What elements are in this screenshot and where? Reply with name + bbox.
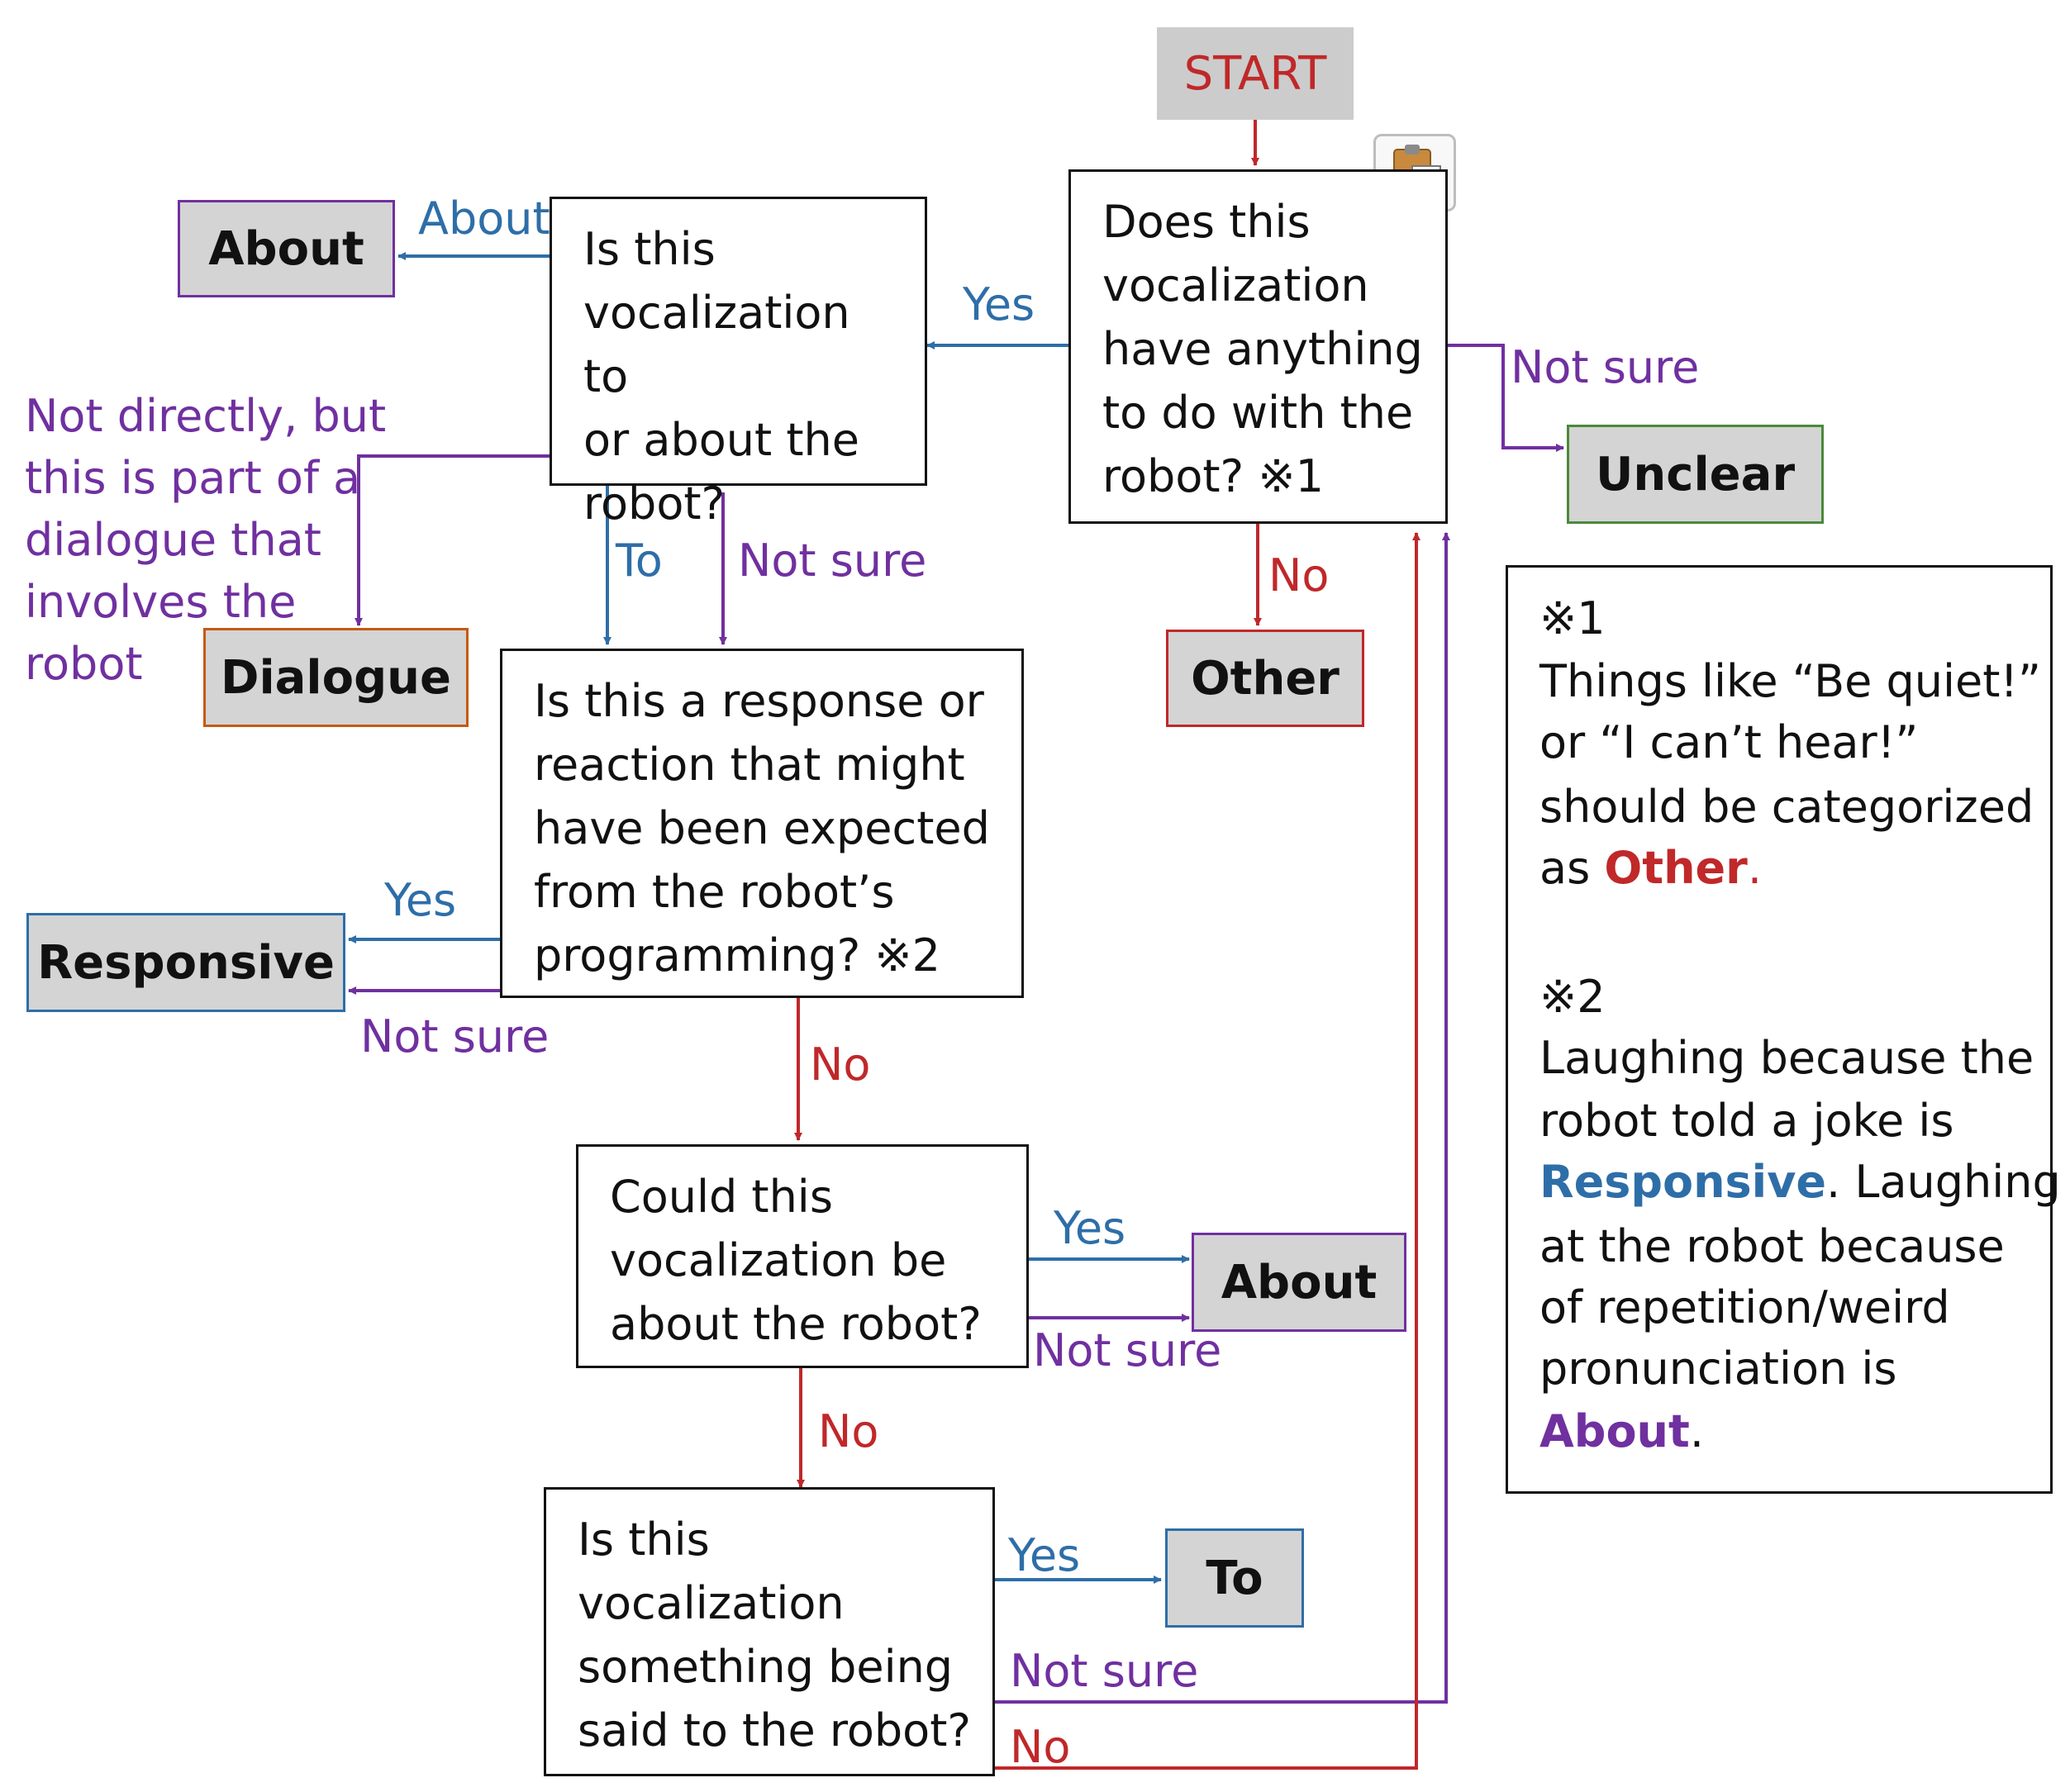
note2-mark: ※2 [1539, 971, 1606, 1023]
question-could-be-about-text: Could this vocalization be about the rob… [610, 1171, 982, 1350]
note1-period: . [1747, 842, 1762, 894]
question-robot-related: Does this vocalization have anything to … [1068, 169, 1448, 524]
category-unclear: Unclear [1567, 425, 1824, 524]
note1-mark: ※1 [1539, 592, 1606, 644]
note2-line6: pronunciation is [1539, 1343, 1897, 1395]
label-q2-dialogue: Not directly, but this is part of a dial… [25, 390, 387, 690]
note1-line3: should be categorized [1539, 781, 2034, 833]
note1-other: Other [1604, 842, 1748, 894]
note1-line1: Things like “Be quiet!” [1539, 655, 2042, 707]
question-said-to-robot: Is this vocalization something being sai… [544, 1487, 995, 1776]
label-q2-about: About [418, 193, 550, 245]
label-q4-yes: Yes [1054, 1202, 1126, 1254]
category-other: Other [1166, 630, 1364, 727]
category-to-label: To [1206, 1551, 1263, 1605]
category-other-label: Other [1191, 651, 1340, 706]
category-unclear-label: Unclear [1595, 447, 1796, 501]
label-q1-yes: Yes [963, 278, 1035, 330]
category-dialogue: Dialogue [203, 628, 469, 727]
note2-responsive: Responsive [1539, 1156, 1827, 1208]
start-node: START [1157, 27, 1354, 120]
question-said-to-robot-text: Is this vocalization something being sai… [578, 1514, 972, 1756]
category-about-top: About [178, 200, 395, 297]
label-q1-not-sure: Not sure [1511, 341, 1700, 393]
note2-line2: robot told a joke is [1539, 1095, 1954, 1147]
note1-as: as [1539, 842, 1605, 894]
note1-line2: or “I can’t hear!” [1539, 716, 1919, 768]
note2-line1: Laughing because the [1539, 1032, 2034, 1084]
note2-line3-rest: . Laughing [1826, 1156, 2061, 1208]
note2-line3: Responsive. Laughing [1539, 1156, 2061, 1210]
footnotes-panel: ※1 Things like “Be quiet!” or “I can’t h… [1506, 565, 2061, 1494]
question-to-or-about: Is this vocalization to or about the rob… [550, 197, 927, 530]
label-q2-to: To [616, 535, 663, 587]
category-dialogue-label: Dialogue [220, 650, 452, 705]
category-about-mid: About [1192, 1233, 1406, 1332]
category-to: To [1165, 1528, 1304, 1628]
category-about-top-label: About [208, 221, 364, 276]
question-expected-response-text: Is this a response or reaction that migh… [534, 675, 990, 982]
label-q3-no: No [810, 1039, 871, 1091]
start-label: START [1183, 46, 1327, 101]
note2-line7: About. [1539, 1405, 1704, 1459]
edge-q5-not-sure [995, 532, 1450, 1704]
question-to-or-about-text: Is this vocalization to or about the rob… [583, 223, 859, 530]
question-expected-response: Is this a response or reaction that migh… [500, 649, 1024, 998]
label-q3-not-sure: Not sure [360, 1010, 550, 1062]
label-q5-not-sure: Not sure [1010, 1645, 1199, 1697]
note2-line5: of repetition/weird [1539, 1281, 1950, 1333]
question-robot-related-text: Does this vocalization have anything to … [1102, 196, 1423, 502]
label-q3-yes: Yes [384, 874, 457, 926]
note2-line4: at the robot because [1539, 1220, 2005, 1272]
edge-q1-not-sure [1448, 344, 1564, 452]
category-about-mid-label: About [1221, 1255, 1378, 1310]
note1-line4: as Other. [1539, 842, 1762, 896]
note2-period: . [1689, 1405, 1704, 1457]
label-q4-no: No [818, 1405, 879, 1457]
label-q4-not-sure: Not sure [1033, 1324, 1222, 1376]
label-q5-no: No [1010, 1721, 1071, 1773]
note2-about: About [1539, 1405, 1690, 1457]
edge-q5-no [995, 532, 1420, 1770]
category-responsive-label: Responsive [37, 935, 335, 990]
label-q5-yes: Yes [1008, 1529, 1081, 1581]
category-responsive: Responsive [26, 913, 345, 1012]
label-q1-no: No [1268, 549, 1330, 601]
edge-q2-dialogue [355, 454, 550, 626]
question-could-be-about: Could this vocalization be about the rob… [576, 1144, 1029, 1368]
label-q2-not-sure: Not sure [738, 535, 927, 587]
